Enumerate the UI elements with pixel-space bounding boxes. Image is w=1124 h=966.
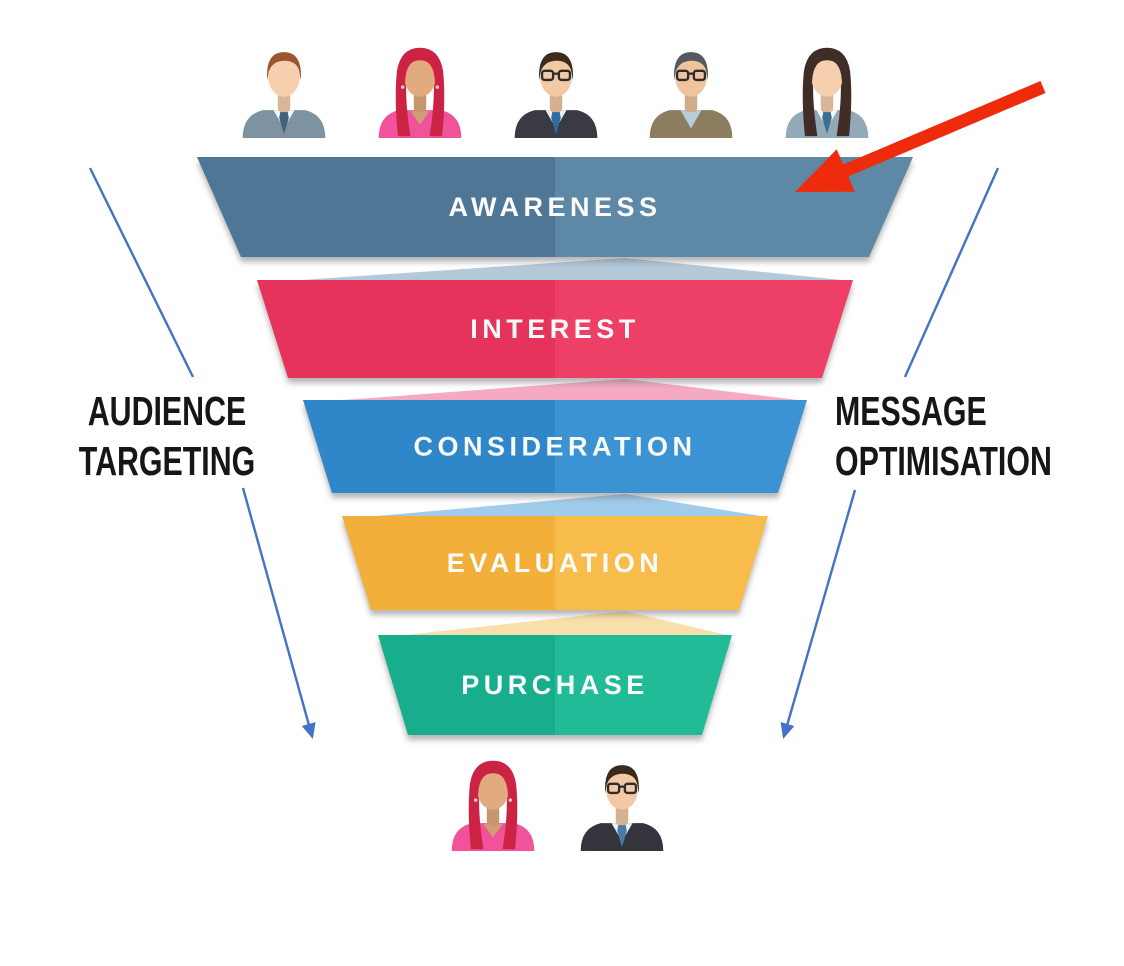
audience-targeting-arrow-lower bbox=[241, 487, 316, 740]
funnel-stage-evaluation-right-half bbox=[555, 516, 768, 610]
audience-targeting-arrow-upper bbox=[88, 167, 195, 378]
red-annotation-arrow bbox=[795, 81, 1046, 192]
funnel-stage-label-interest: INTEREST bbox=[470, 314, 640, 344]
funnel-stage-awareness-left-half bbox=[197, 157, 555, 257]
avatar-man-brown-hair bbox=[242, 52, 326, 138]
funnel-stage-purchase: PURCHASE bbox=[378, 635, 732, 735]
message-optimisation-label-line2: OPTIMISATION bbox=[835, 438, 1052, 484]
funnel-stage-consideration-left-half bbox=[303, 400, 555, 493]
avatar-man-glasses-suit-buyer bbox=[580, 765, 664, 851]
avatar-woman-red-hair-buyer bbox=[451, 760, 535, 851]
funnel-stage-interest-right-half bbox=[555, 280, 853, 378]
avatar-woman-red-hair bbox=[378, 47, 462, 138]
funnel-stage-evaluation: EVALUATION bbox=[342, 516, 768, 610]
avatar-woman-dark-hair bbox=[785, 47, 869, 138]
message-optimisation-label-line1: MESSAGE bbox=[835, 388, 987, 434]
funnel-stage-consideration: CONSIDERATION bbox=[303, 400, 807, 493]
funnel-stage-interest: INTEREST bbox=[257, 280, 853, 378]
funnel-stage-label-evaluation: EVALUATION bbox=[447, 548, 664, 578]
funnel-stage-awareness: AWARENESS bbox=[197, 157, 913, 257]
funnel-ribbon-consideration bbox=[304, 379, 806, 403]
funnel-ribbon-purchase bbox=[379, 611, 731, 638]
funnel-stage-consideration-right-half bbox=[555, 400, 807, 493]
audience-targeting-label-line2: TARGETING bbox=[78, 438, 256, 484]
message-optimisation-arrow-upper bbox=[903, 167, 1000, 378]
funnel-ribbon-evaluation bbox=[343, 494, 767, 519]
funnel-stage-label-purchase: PURCHASE bbox=[461, 670, 649, 700]
avatar-man-glasses-dark-suit bbox=[514, 52, 598, 138]
funnel-stage-interest-left-half bbox=[257, 280, 555, 378]
funnel-stage-purchase-left-half bbox=[378, 635, 555, 735]
funnel-stage-purchase-right-half bbox=[555, 635, 732, 735]
message-optimisation-arrow-lower bbox=[780, 489, 857, 739]
avatar-man-glasses-brown-jacket bbox=[649, 52, 733, 138]
funnel-stage-label-consideration: CONSIDERATION bbox=[413, 432, 696, 462]
funnel-stage-evaluation-left-half bbox=[342, 516, 555, 610]
audience-targeting-label-line1: AUDIENCE bbox=[87, 388, 247, 434]
funnel-stage-label-awareness: AWARENESS bbox=[448, 192, 661, 222]
funnel-ribbon-interest bbox=[258, 258, 852, 283]
message-optimisation-label: MESSAGE OPTIMISATION bbox=[835, 386, 1052, 486]
audience-targeting-label: AUDIENCE TARGETING bbox=[78, 386, 256, 486]
